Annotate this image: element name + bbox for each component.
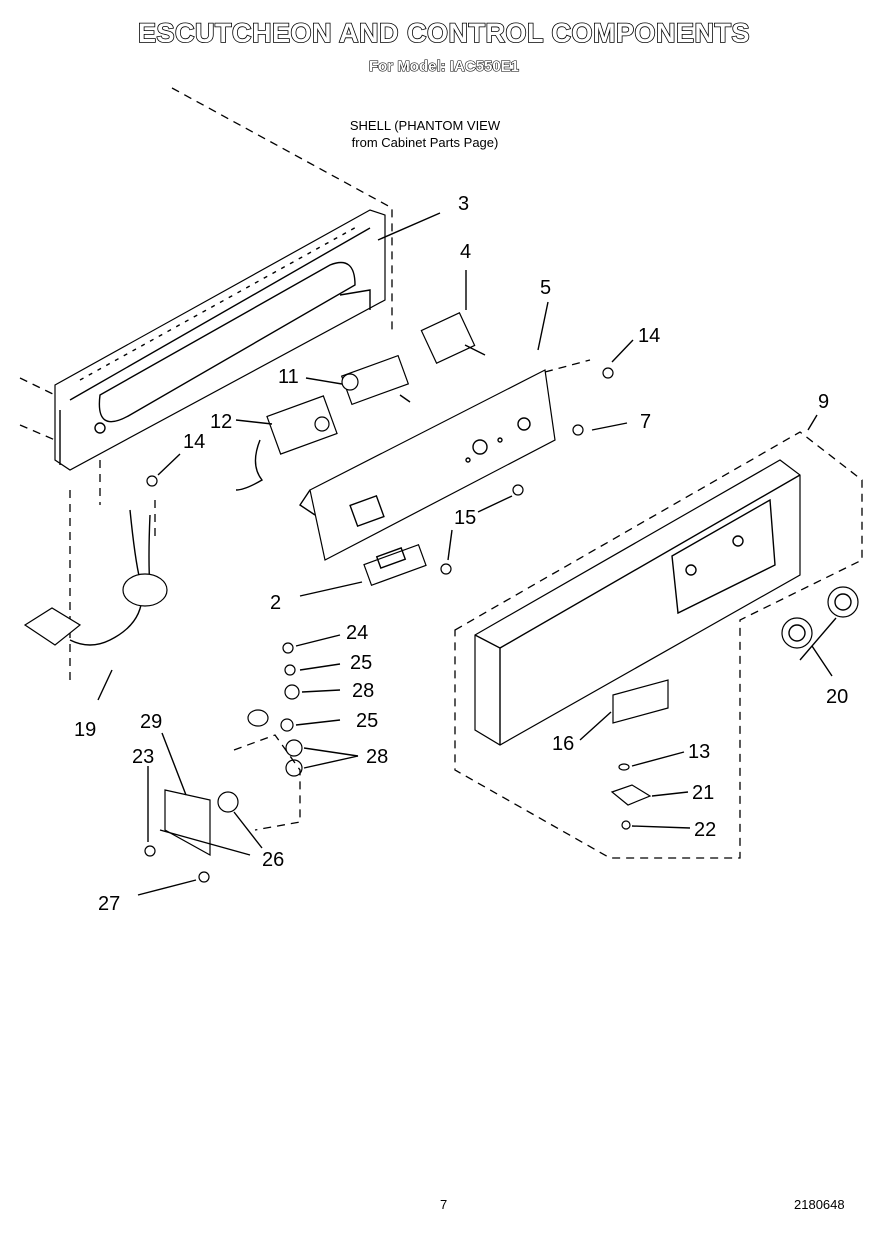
- part-9-escutcheon: [454, 431, 863, 859]
- shell-phantom-outline: [19, 87, 393, 680]
- callout-4: 4: [460, 241, 471, 263]
- callout-21: 21: [692, 782, 714, 804]
- callout-29: 29: [140, 711, 162, 733]
- callout-25-lower: 25: [356, 710, 378, 732]
- callout-13: 13: [688, 741, 710, 763]
- callout-5: 5: [540, 277, 551, 299]
- part-20-knobs: [781, 586, 859, 649]
- part-12-switch: [235, 395, 338, 491]
- part-2-assembly: [363, 543, 427, 587]
- page-title: ESCUTCHEON AND CONTROL COMPONENTS: [137, 17, 751, 49]
- callout-14-right: 14: [638, 325, 660, 347]
- callout-16: 16: [552, 733, 574, 755]
- part-16-label: [612, 679, 669, 724]
- shell-note: SHELL (PHANTOM VIEW from Cabinet Parts P…: [330, 117, 520, 151]
- callout-26: 26: [262, 849, 284, 871]
- shell-note-line1: SHELL (PHANTOM VIEW: [349, 118, 501, 133]
- callout-3: 3: [458, 193, 469, 215]
- callout-22: 22: [694, 819, 716, 841]
- callout-12: 12: [210, 411, 232, 433]
- valve-bracket-assembly: [159, 664, 303, 857]
- callout-19: 19: [74, 719, 96, 741]
- part-13-washer: [618, 763, 630, 771]
- callout-11: 11: [278, 366, 299, 388]
- part-4-switch: [420, 312, 486, 364]
- callout-9: 9: [818, 391, 829, 413]
- page-number: 7: [440, 1197, 448, 1212]
- model-subtitle: For Model: IAC550E1: [368, 57, 520, 75]
- callout-25-upper: 25: [350, 652, 372, 674]
- console-back-panel: [54, 209, 386, 471]
- callout-7: 7: [640, 411, 651, 433]
- callout-24: 24: [346, 622, 368, 644]
- callout-28-upper: 28: [352, 680, 374, 702]
- callout-20: 20: [826, 686, 848, 708]
- part-21-clip: [610, 784, 652, 806]
- callout-23: 23: [132, 746, 154, 768]
- callout-14-left: 14: [183, 431, 205, 453]
- callout-28-lower: 28: [366, 746, 388, 768]
- part-5-control-bracket: [299, 359, 591, 561]
- screws: [144, 367, 631, 883]
- callout-2: 2: [270, 592, 281, 614]
- shell-note-line2: from Cabinet Parts Page): [351, 135, 499, 150]
- callout-15: 15: [454, 507, 476, 529]
- callout-labels: 3 4 5 14 7 9 11 12 14 15 2 24 25 28 25 2…: [74, 193, 848, 915]
- callout-27: 27: [98, 893, 120, 915]
- part-11-switch: [340, 354, 411, 406]
- part-19-power-cord: [23, 509, 168, 646]
- leader-lines: [97, 212, 837, 896]
- document-number: 2180648: [794, 1197, 845, 1212]
